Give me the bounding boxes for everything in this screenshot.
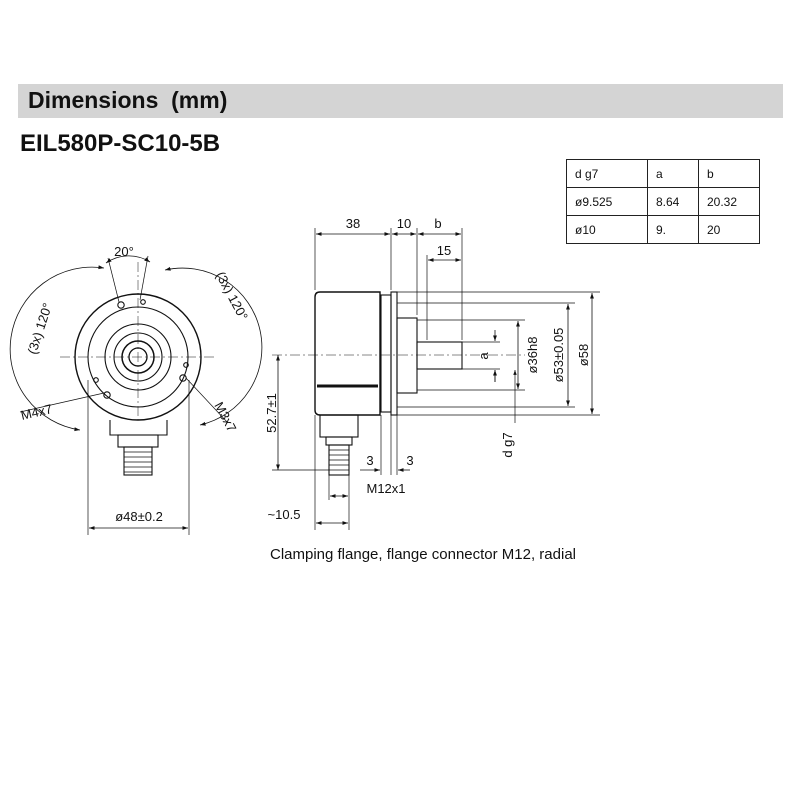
table-row: ø9.525 8.64 20.32 [566,187,760,216]
header-bar: Dimensions (mm) [18,84,783,118]
header-title: Dimensions (mm) [28,87,228,113]
dim-b-label: b [434,216,441,231]
table-cell: 8.64 [647,187,699,216]
dim-38-label: 38 [346,216,360,231]
front-view [9,255,263,535]
model-title: EIL580P-SC10-5B [20,130,221,157]
dim-3-left-label: 3 [366,453,373,468]
dimension-table: d g7 a b ø9.525 8.64 20.32 ø10 9. 20 [566,159,760,244]
table-header-cell: a [647,159,699,188]
dim-10-5-label: ~10.5 [268,507,301,522]
encoder-body [314,291,381,416]
dim-10-label: 10 [397,216,411,231]
side-view-labels: 38 10 b 15 a ø36h8 ø53±0.05 ø58 d g7 52.… [264,216,591,522]
table-cell: 9. [647,215,699,244]
dim-m12-label: M12x1 [366,481,405,496]
table-row: ø10 9. 20 [566,215,760,244]
caption: Clamping flange, flange connector M12, r… [269,546,576,563]
front-view-labels: 20° (3x) 120° (3x) 120° M4x7 M3x7 ø48±0.… [19,244,251,524]
thread-left-label: M4x7 [19,401,53,423]
table-cell: 20 [698,215,760,244]
angle-top-label: 20° [114,244,134,259]
dim-3-right-label: 3 [406,453,413,468]
table-cell: ø9.525 [566,187,648,216]
side-view [272,228,600,530]
angle-right-label: (3x) 120° [213,269,251,323]
diameter-48-label: ø48±0.2 [115,509,163,524]
dim-53-label: ø53±0.05 [551,328,566,383]
dim-15-label: 15 [437,243,451,258]
angle-arc-right [164,266,263,426]
shaft [416,341,463,370]
dim-36-label: ø36h8 [525,337,540,374]
dim-52-label: 52.7±1 [264,393,279,433]
dim-dg7-label: d g7 [500,432,515,457]
dim-58-label: ø58 [576,344,591,366]
thread-right-label: M3x7 [211,399,239,434]
table-cell: 20.32 [698,187,760,216]
dim-a-label: a [476,352,491,360]
table-cell: ø10 [566,215,648,244]
angle-left-label: (3x) 120° [24,301,55,356]
table-header-row: d g7 a b [566,159,760,188]
angle-arc-left [9,265,105,432]
table-header-cell: b [698,159,760,188]
